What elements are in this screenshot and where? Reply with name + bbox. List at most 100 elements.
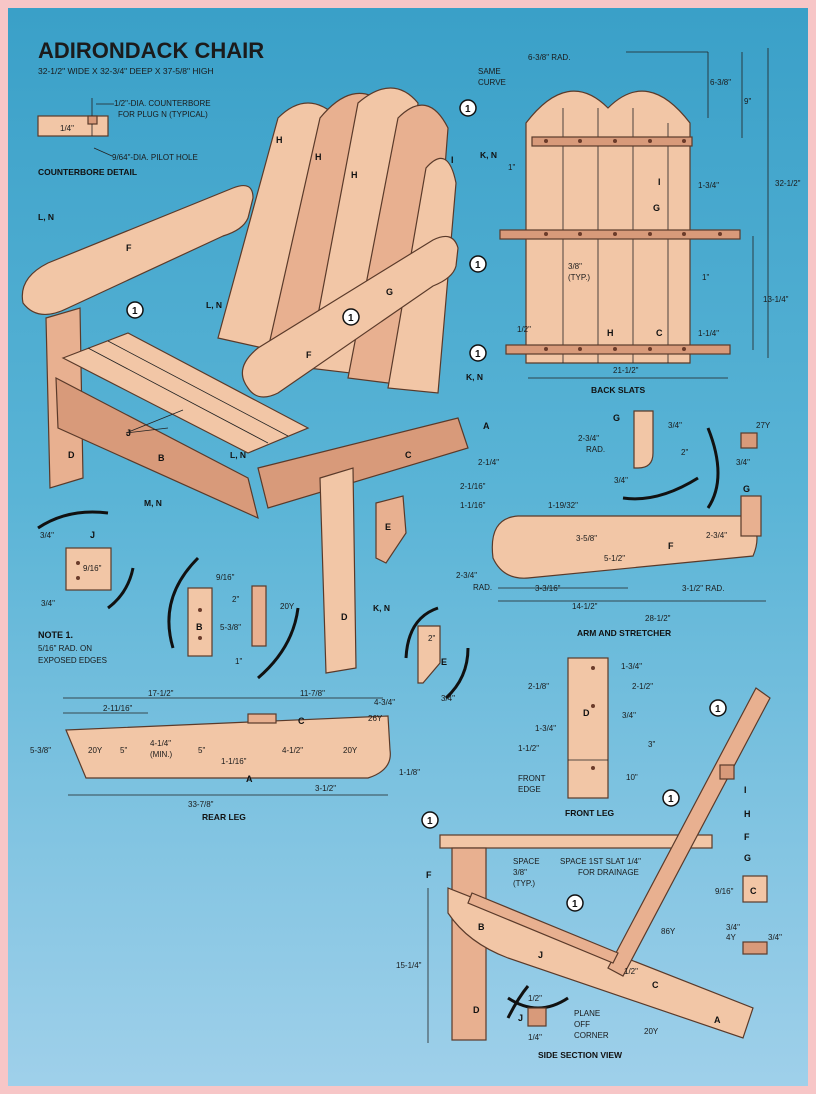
ss-space2: 3/8" — [513, 868, 527, 877]
label-c-1: C — [405, 450, 412, 460]
detail-b: 9/16" 2" 5-3/8" 20Y 1" B — [167, 556, 300, 680]
dj-label-j: J — [90, 530, 95, 540]
back-slats-middle-brace — [499, 229, 741, 240]
ss-detail-j — [527, 1007, 547, 1027]
ss-detail-c-bottom — [742, 941, 768, 955]
rl-414: 4-1/4" — [150, 739, 171, 748]
front-leg-labels: 1-3/4" 2-1/8" 2-1/2" D 3/4" 1-3/4" 1-1/2… — [518, 662, 655, 818]
arm-1412: 14-1/2" — [572, 602, 598, 611]
callout-1b — [469, 255, 487, 273]
arm-27: 27Y — [756, 421, 771, 430]
plan-drawing: ADIRONDACK CHAIR 32-1/2" WIDE X 32-3/4" … — [21, 38, 801, 1060]
fastener-holes — [76, 139, 722, 770]
front-leg-caption: FRONT LEG — [565, 808, 614, 818]
bs-2112: 21-1/2" — [613, 366, 639, 375]
bs-114: 1-1/4" — [698, 329, 719, 338]
back-slats-caption: BACK SLATS — [591, 385, 645, 395]
rear-leg-b — [55, 376, 259, 520]
arm-34a: 3/4" — [668, 421, 682, 430]
ss-plane3: CORNER — [574, 1031, 609, 1040]
db-1: 1" — [235, 657, 242, 666]
rl-1178: 11-7/8" — [300, 689, 325, 698]
arm-3316: 3-3/16" — [535, 584, 561, 593]
label-a-1: A — [483, 421, 490, 431]
ss-14: 1/4" — [528, 1033, 542, 1042]
note-line-2: EXPOSED EDGES — [38, 656, 107, 665]
label-mn-1: M, N — [144, 498, 162, 508]
arm-label-g: G — [743, 484, 750, 494]
rl-312: 3-1/2" — [315, 784, 336, 793]
side-section-view — [427, 687, 771, 1043]
bs-1: 1" — [508, 163, 515, 172]
bs-label-h: H — [607, 328, 614, 338]
label-h-1: H — [276, 135, 283, 145]
arm-caption: ARM AND STRETCHER — [577, 628, 671, 638]
callout-1c — [469, 344, 487, 362]
fl-10: 10" — [626, 773, 638, 782]
front-leg-d — [319, 467, 357, 674]
ss-plane1: PLANE — [574, 1009, 600, 1018]
callout-1c-text: 1 — [475, 349, 481, 360]
dj-34a: 3/4" — [40, 531, 54, 540]
arm-rad-1: RAD. — [586, 445, 605, 454]
rl-5b: 5" — [198, 746, 205, 755]
ss-label-b: B — [478, 922, 485, 932]
label-h-2: H — [315, 152, 322, 162]
bs-same: SAME — [478, 67, 501, 76]
side-section-caption: SIDE SECTION VIEW — [538, 1050, 623, 1060]
bs-3212: 32-1/2" — [775, 179, 801, 188]
seat-slats — [61, 332, 310, 454]
bs-curve: CURVE — [478, 78, 506, 87]
label-kn-3: K, N — [373, 603, 390, 613]
arm-358: 3-5/8" — [576, 534, 597, 543]
detail-e: 2" E 3/4" — [404, 606, 470, 703]
fl-212: 2-1/2" — [632, 682, 653, 691]
ss-label-c: C — [652, 980, 659, 990]
ss-plane2: OFF — [574, 1020, 590, 1029]
back-slats-lower-brace — [505, 344, 731, 355]
ss-c-34b: 3/4" — [768, 933, 782, 942]
bs-label-g: G — [653, 203, 660, 213]
arm-34c: 3/4" — [614, 476, 628, 485]
back-slats-upper-brace — [531, 136, 693, 147]
rl-412: 4-1/2" — [282, 746, 303, 755]
rear-leg-labels: 17-1/2" 11-7/8" 4-3/4" 2-11/16" C 26Y 5-… — [30, 689, 420, 822]
ss-detail-label-j: J — [518, 1013, 523, 1023]
ss-label-f2: F — [426, 870, 432, 880]
stretcher-g — [740, 495, 762, 537]
label-d-1: D — [68, 450, 75, 460]
arm-11932: 1-19/32" — [548, 501, 578, 510]
note-line-1: 5/16" RAD. ON — [38, 644, 92, 653]
arm-g-detail — [633, 410, 654, 469]
plan-sheet: ADIRONDACK CHAIR 32-1/2" WIDE X 32-3/4" … — [8, 8, 808, 1086]
ss-space1: SPACE — [513, 857, 540, 866]
arm-2812: 28-1/2" — [645, 614, 671, 623]
ss-arm — [439, 834, 713, 849]
fl-edge: EDGE — [518, 785, 541, 794]
ss-back-slat — [607, 687, 771, 977]
note-title: NOTE 1. — [38, 630, 73, 640]
arm-312rad: 3-1/2" RAD. — [682, 584, 724, 593]
arm-2: 2" — [681, 448, 688, 457]
ss-block-i — [719, 764, 735, 780]
side-section-labels: 1 1 1 1 I H F G F SPACE 3/8" (TYP.) SPAC… — [396, 699, 782, 1060]
label-h-3: H — [351, 170, 358, 180]
counterbore-pilot: 9/64"-DIA. PILOT HOLE — [112, 153, 198, 162]
label-kn-1: K, N — [480, 150, 497, 160]
ss-label-d: D — [473, 1005, 480, 1015]
ss-slat1: SPACE 1ST SLAT 1/4" — [560, 857, 641, 866]
ss-c-4: 4Y — [726, 933, 736, 942]
fl-112: 1-1/2" — [518, 744, 539, 753]
rl-min: (MIN.) — [150, 750, 173, 759]
fl-34: 3/4" — [622, 711, 636, 720]
ss-label-i: I — [744, 785, 747, 795]
callout-1a — [459, 99, 477, 117]
db-916: 9/16" — [216, 573, 235, 582]
callout-1d-text: 1 — [132, 306, 138, 317]
callout-1e — [342, 308, 360, 326]
label-g-1: G — [386, 287, 393, 297]
dj-34b: 3/4" — [41, 599, 55, 608]
bs-9: 9" — [744, 97, 751, 106]
arm-234rad: 2-3/4" — [578, 434, 599, 443]
rl-118: 1-1/8" — [399, 768, 420, 777]
